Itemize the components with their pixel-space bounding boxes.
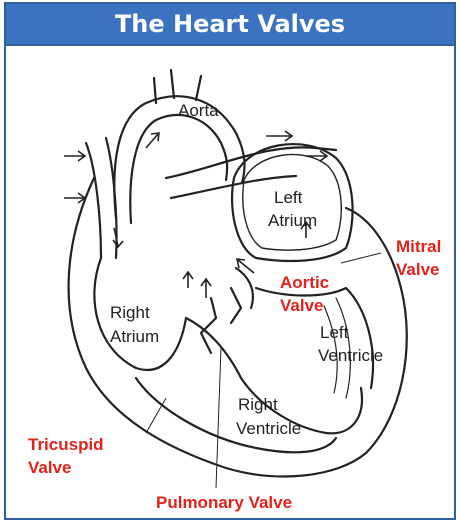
title-bar: The Heart Valves	[6, 4, 454, 46]
arrow-icon	[64, 151, 85, 161]
vena-cava	[86, 138, 117, 258]
label-tricuspid-valve-line2: Valve	[28, 458, 72, 477]
label-left-ventricle-line2: Ventricle	[318, 346, 383, 365]
label-aorta: Aorta	[178, 101, 219, 120]
label-left-atrium-line2: Atrium	[268, 211, 317, 230]
label-right-atrium-line2: Atrium	[110, 327, 159, 346]
label-mitral-valve-line1: Mitral	[396, 237, 441, 256]
page-title: The Heart Valves	[6, 4, 454, 44]
label-right-ventricle-line1: Right	[238, 395, 278, 414]
heart-outline	[69, 70, 407, 476]
pulmonary-artery	[166, 147, 336, 198]
arrow-icon	[113, 228, 123, 247]
label-aortic-valve-line2: Valve	[280, 296, 324, 315]
label-pulmonary-valve: Pulmonary Valve	[156, 493, 292, 512]
label-left-atrium-line1: Left	[274, 188, 303, 207]
heart-valves-card: The Heart Valves	[4, 2, 456, 520]
arrow-icon	[146, 133, 159, 148]
right-ventricle-wall	[136, 378, 336, 452]
arrow-icon	[266, 131, 292, 141]
label-aortic-valve-line1: Aortic	[280, 273, 329, 292]
label-right-atrium-line1: Right	[110, 303, 150, 322]
label-mitral-valve-line2: Valve	[396, 260, 440, 279]
arrow-icon	[64, 193, 85, 203]
arrow-icon	[201, 279, 211, 298]
label-left-ventricle-line1: Left	[320, 323, 349, 342]
arrow-icon	[183, 272, 193, 288]
label-right-ventricle-line2: Ventricle	[236, 419, 301, 438]
label-tricuspid-valve-line1: Tricuspid	[28, 435, 104, 454]
heart-diagram: Aorta Left Atrium Right Atrium Left Vent…	[6, 48, 454, 518]
